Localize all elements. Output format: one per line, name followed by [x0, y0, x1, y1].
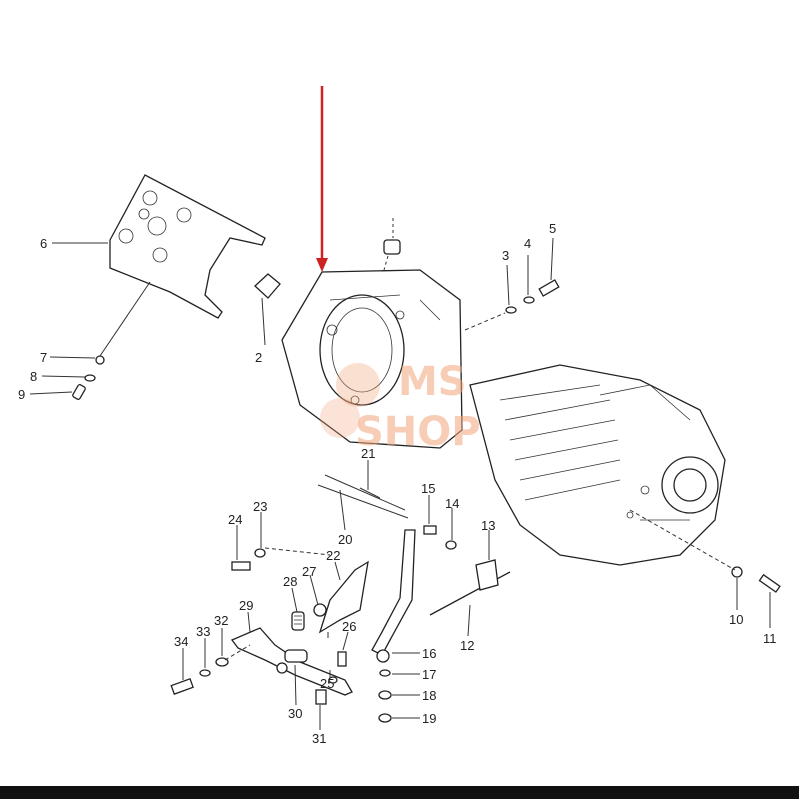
label-5: 5 [549, 221, 556, 236]
bolts-right [629, 509, 781, 593]
lever [371, 529, 416, 663]
label-15: 15 [421, 481, 435, 496]
label-8: 8 [30, 369, 37, 384]
label-16: 16 [422, 646, 436, 661]
label-28: 28 [283, 574, 297, 589]
label-32: 32 [214, 613, 228, 628]
label-19: 19 [422, 711, 436, 726]
label-25: 25 [320, 676, 334, 691]
bolts-upper-right [464, 279, 560, 331]
label-30: 30 [288, 706, 302, 721]
label-20: 20 [338, 532, 352, 547]
label-27: 27 [302, 564, 316, 579]
label-18: 18 [422, 688, 436, 703]
control-rod [317, 474, 409, 519]
bolts-left-lower [170, 644, 251, 695]
bottom-bar [0, 786, 799, 799]
part-labels: 6 2 3 4 5 7 8 9 10 11 12 13 14 15 16 17 … [18, 221, 777, 746]
label-12: 12 [460, 638, 474, 653]
bolts-26-25 [328, 651, 347, 684]
shaft-assembly [429, 540, 511, 616]
red-arrow [316, 86, 328, 272]
label-9: 9 [18, 387, 25, 402]
label-11: 11 [763, 631, 777, 646]
bolt-31 [315, 689, 327, 705]
label-24: 24 [228, 512, 242, 527]
rubber-plug [383, 218, 401, 271]
label-17: 17 [422, 667, 436, 682]
small-bolts-center [423, 525, 457, 550]
nuts [378, 669, 392, 723]
label-31: 31 [312, 731, 326, 746]
label-26: 26 [342, 619, 356, 634]
watermark-line2: SHOP [355, 409, 481, 455]
label-7: 7 [40, 350, 47, 365]
label-21: 21 [361, 446, 375, 461]
bolts-left [72, 281, 151, 400]
label-2: 2 [255, 350, 262, 365]
gasket [254, 273, 281, 299]
label-4: 4 [524, 236, 531, 251]
label-10: 10 [729, 612, 743, 627]
label-6: 6 [40, 236, 47, 251]
label-23: 23 [253, 499, 267, 514]
label-14: 14 [445, 496, 459, 511]
label-13: 13 [481, 518, 495, 533]
watermark: MS SHOP [320, 359, 481, 455]
cover-plate [109, 174, 266, 319]
label-34: 34 [174, 634, 188, 649]
watermark-line1: MS [398, 359, 467, 405]
label-33: 33 [196, 624, 210, 639]
label-29: 29 [239, 598, 253, 613]
fan-shroud [281, 269, 463, 449]
label-22: 22 [326, 548, 340, 563]
linkage-bracket [313, 560, 369, 638]
lever-29 [230, 627, 353, 696]
label-3: 3 [502, 248, 509, 263]
engine-block [469, 364, 726, 566]
spring-28 [291, 611, 305, 631]
bolts-24-23 [231, 547, 331, 571]
leader-lines [29, 237, 771, 730]
